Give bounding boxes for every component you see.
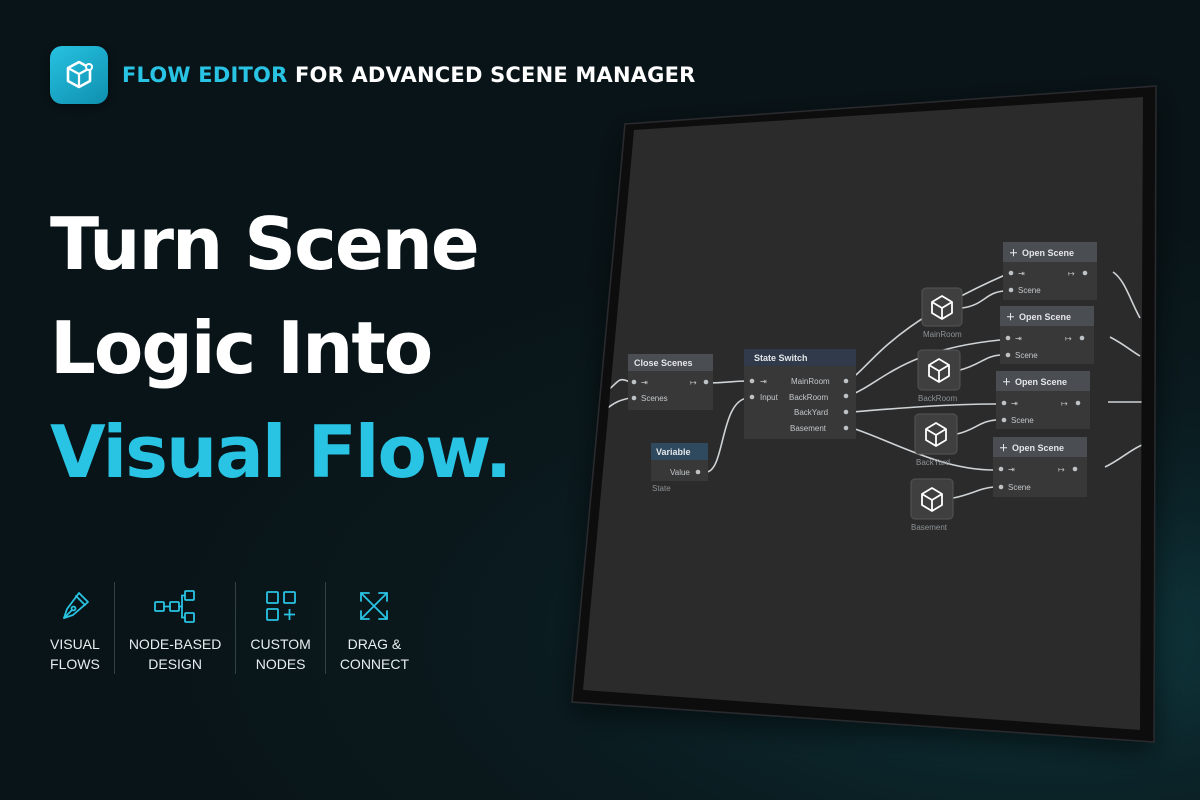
node-open-scene-2[interactable]: ＋ Open Scene ⇥ ↦ Scene [1000, 306, 1094, 364]
scene-asset-label: Basement [911, 523, 948, 532]
pen-nib-icon [63, 592, 89, 619]
scene-asset-backyard[interactable]: BackYard [914, 413, 958, 467]
node-variable-port: Value [670, 468, 690, 477]
header: FLOW EDITOR FOR ADVANCED SCENE MANAGER [50, 46, 696, 104]
scene-asset-label: BackRoom [918, 394, 957, 403]
svg-text:⇥: ⇥ [1018, 269, 1025, 278]
svg-text:⇥: ⇥ [1008, 465, 1015, 474]
brand-rest: FOR ADVANCED SCENE MANAGER [294, 63, 696, 87]
scene-asset-label: BackYard [916, 458, 950, 467]
svg-text:⇥: ⇥ [1015, 334, 1022, 343]
svg-text:⇥: ⇥ [1011, 399, 1018, 408]
scene-asset-mainroom[interactable]: MainRoom [921, 287, 963, 339]
svg-text:⇥: ⇥ [641, 378, 648, 387]
logo [50, 46, 108, 104]
node-state-switch-out-4: Basement [790, 424, 827, 433]
headline-line-1: Turn Scene [50, 202, 480, 286]
headline-line-3: Visual Flow. [50, 410, 512, 494]
node-variable-name: State [652, 484, 671, 493]
cube-icon [66, 60, 93, 89]
node-open-scene-title: Open Scene [1015, 377, 1067, 387]
node-open-scene-title: Open Scene [1012, 443, 1064, 453]
brand-accent: FLOW EDITOR [122, 63, 288, 87]
svg-text:＋: ＋ [1006, 312, 1015, 322]
headline-line-2: Logic Into [50, 306, 433, 390]
node-open-scene-4[interactable]: ＋ Open Scene ⇥ ↦ Scene [993, 437, 1087, 497]
node-open-scene-port: Scene [1011, 416, 1034, 425]
scene-asset-backroom[interactable]: BackRoom [917, 349, 961, 403]
scene-asset-label: MainRoom [923, 330, 962, 339]
svg-text:↦: ↦ [1061, 399, 1068, 408]
svg-text:↦: ↦ [1058, 465, 1065, 474]
svg-text:↦: ↦ [1065, 334, 1072, 343]
svg-text:＋: ＋ [1002, 377, 1011, 387]
node-close-scenes[interactable]: Close Scenes ⇥ ↦ Scenes [628, 354, 713, 410]
node-open-scene-3[interactable]: ＋ Open Scene ⇥ ↦ Scene [996, 371, 1090, 429]
node-state-switch[interactable]: State Switch ⇥ Input MainRoom BackRoom B… [744, 349, 856, 439]
node-variable[interactable]: Variable Value State [651, 443, 708, 493]
node-close-scenes-port: Scenes [641, 394, 668, 403]
svg-text:↦: ↦ [1068, 269, 1075, 278]
scene-asset-basement[interactable]: Basement [910, 478, 954, 532]
grid-plus-icon [265, 591, 296, 621]
node-open-scene-title: Open Scene [1019, 312, 1071, 322]
node-open-scene-title: Open Scene [1022, 248, 1074, 258]
svg-text:↦: ↦ [690, 378, 697, 387]
node-close-scenes-title: Close Scenes [634, 358, 693, 368]
brand-title: FLOW EDITOR FOR ADVANCED SCENE MANAGER [122, 63, 696, 87]
feature-drag-connect: DRAG &CONNECT [324, 582, 423, 674]
node-variable-title: Variable [656, 447, 691, 457]
svg-text:＋: ＋ [1009, 248, 1018, 258]
node-state-switch-out-1: MainRoom [791, 377, 830, 386]
node-open-scene-port: Scene [1015, 351, 1038, 360]
node-state-switch-input: Input [760, 393, 779, 402]
headline: Turn Scene Logic Into Visual Flow. [50, 192, 512, 504]
node-open-scene-port: Scene [1008, 483, 1031, 492]
feature-label: DRAG &CONNECT [339, 636, 410, 672]
node-state-switch-out-2: BackRoom [789, 393, 828, 402]
node-state-switch-out-3: BackYard [794, 408, 828, 417]
node-open-scene-1[interactable]: ＋ Open Scene ⇥ ↦ Scene [1003, 242, 1097, 300]
node-open-scene-port: Scene [1018, 286, 1041, 295]
svg-text:⇥: ⇥ [760, 377, 767, 386]
svg-text:＋: ＋ [999, 443, 1008, 453]
node-state-switch-title: State Switch [754, 353, 808, 363]
node-tree-icon [154, 590, 195, 623]
arrows-expand-icon [360, 592, 389, 620]
